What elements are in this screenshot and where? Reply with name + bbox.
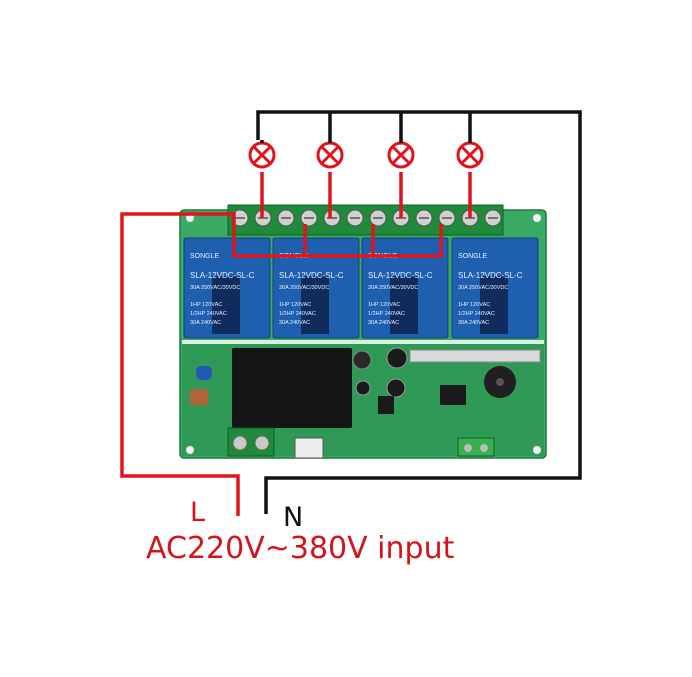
relay: SONGLE SLA-12VDC-SL-C 30A 250VAC/30VDC 1HP …	[451, 237, 539, 339]
relay-marking: 1HP 120VAC	[458, 302, 490, 308]
relay-marking: 1/2HP 240VAC	[279, 311, 316, 317]
neutral-label: N	[283, 502, 304, 533]
terminal-screw	[346, 209, 364, 227]
line-label: L	[190, 497, 206, 528]
input-terminal-block	[227, 427, 275, 457]
relay-marking: 30A 250VAC/30VDC	[458, 285, 508, 291]
lamp-symbol	[387, 140, 415, 169]
lamp-symbol	[248, 140, 276, 169]
terminal-screw	[300, 209, 318, 227]
lamp-symbol	[456, 140, 484, 169]
terminal-screw	[323, 209, 341, 227]
terminal-screw	[438, 209, 456, 227]
terminal-screw	[231, 209, 249, 227]
relay-marking: 30A 240VAC	[190, 320, 221, 326]
relay-marking: SONGLE	[458, 253, 488, 260]
relay-marking: SLA-12VDC-SL-C	[458, 271, 523, 280]
relay-marking: SONGLE	[190, 253, 220, 260]
relay-marking: SLA-12VDC-SL-C	[279, 271, 344, 280]
relay-marking: 30A 240VAC	[368, 320, 399, 326]
relay-marking: 30A 250VAC/30VDC	[279, 285, 329, 291]
relay-marking: SLA-12VDC-SL-C	[368, 271, 433, 280]
power-module	[190, 347, 541, 459]
terminal-screw	[484, 209, 502, 227]
terminal-screw	[369, 209, 387, 227]
relay-marking: 30A 250VAC/30VDC	[190, 285, 240, 291]
output-terminal-strip	[227, 204, 504, 236]
input-voltage-label: AC220V~380V input	[146, 531, 455, 566]
lamp-symbol	[316, 140, 344, 169]
live-wiring	[120, 172, 472, 516]
relay: SONGLE SLA-12VDC-SL-C 30A 250VAC/30VDC 1HP …	[183, 237, 271, 339]
relay-marking: 1HP 120VAC	[190, 302, 222, 308]
relay-marking: 30A 250VAC/30VDC	[368, 285, 418, 291]
relay-marking: 1HP 120VAC	[368, 302, 400, 308]
relay-marking: 30A 240VAC	[279, 320, 310, 326]
relay-marking: 1/2HP 240VAC	[190, 311, 227, 317]
relay-marking: 1HP 120VAC	[279, 302, 311, 308]
terminal-screw	[277, 209, 295, 227]
relay-marking: 1/2HP 240VAC	[458, 311, 495, 317]
relay-marking: 1/2HP 240VAC	[368, 311, 405, 317]
neutral-wiring	[256, 110, 582, 514]
relay-marking: 30A 240VAC	[458, 320, 489, 326]
terminal-screw	[415, 209, 433, 227]
relay-marking: SLA-12VDC-SL-C	[190, 271, 255, 280]
